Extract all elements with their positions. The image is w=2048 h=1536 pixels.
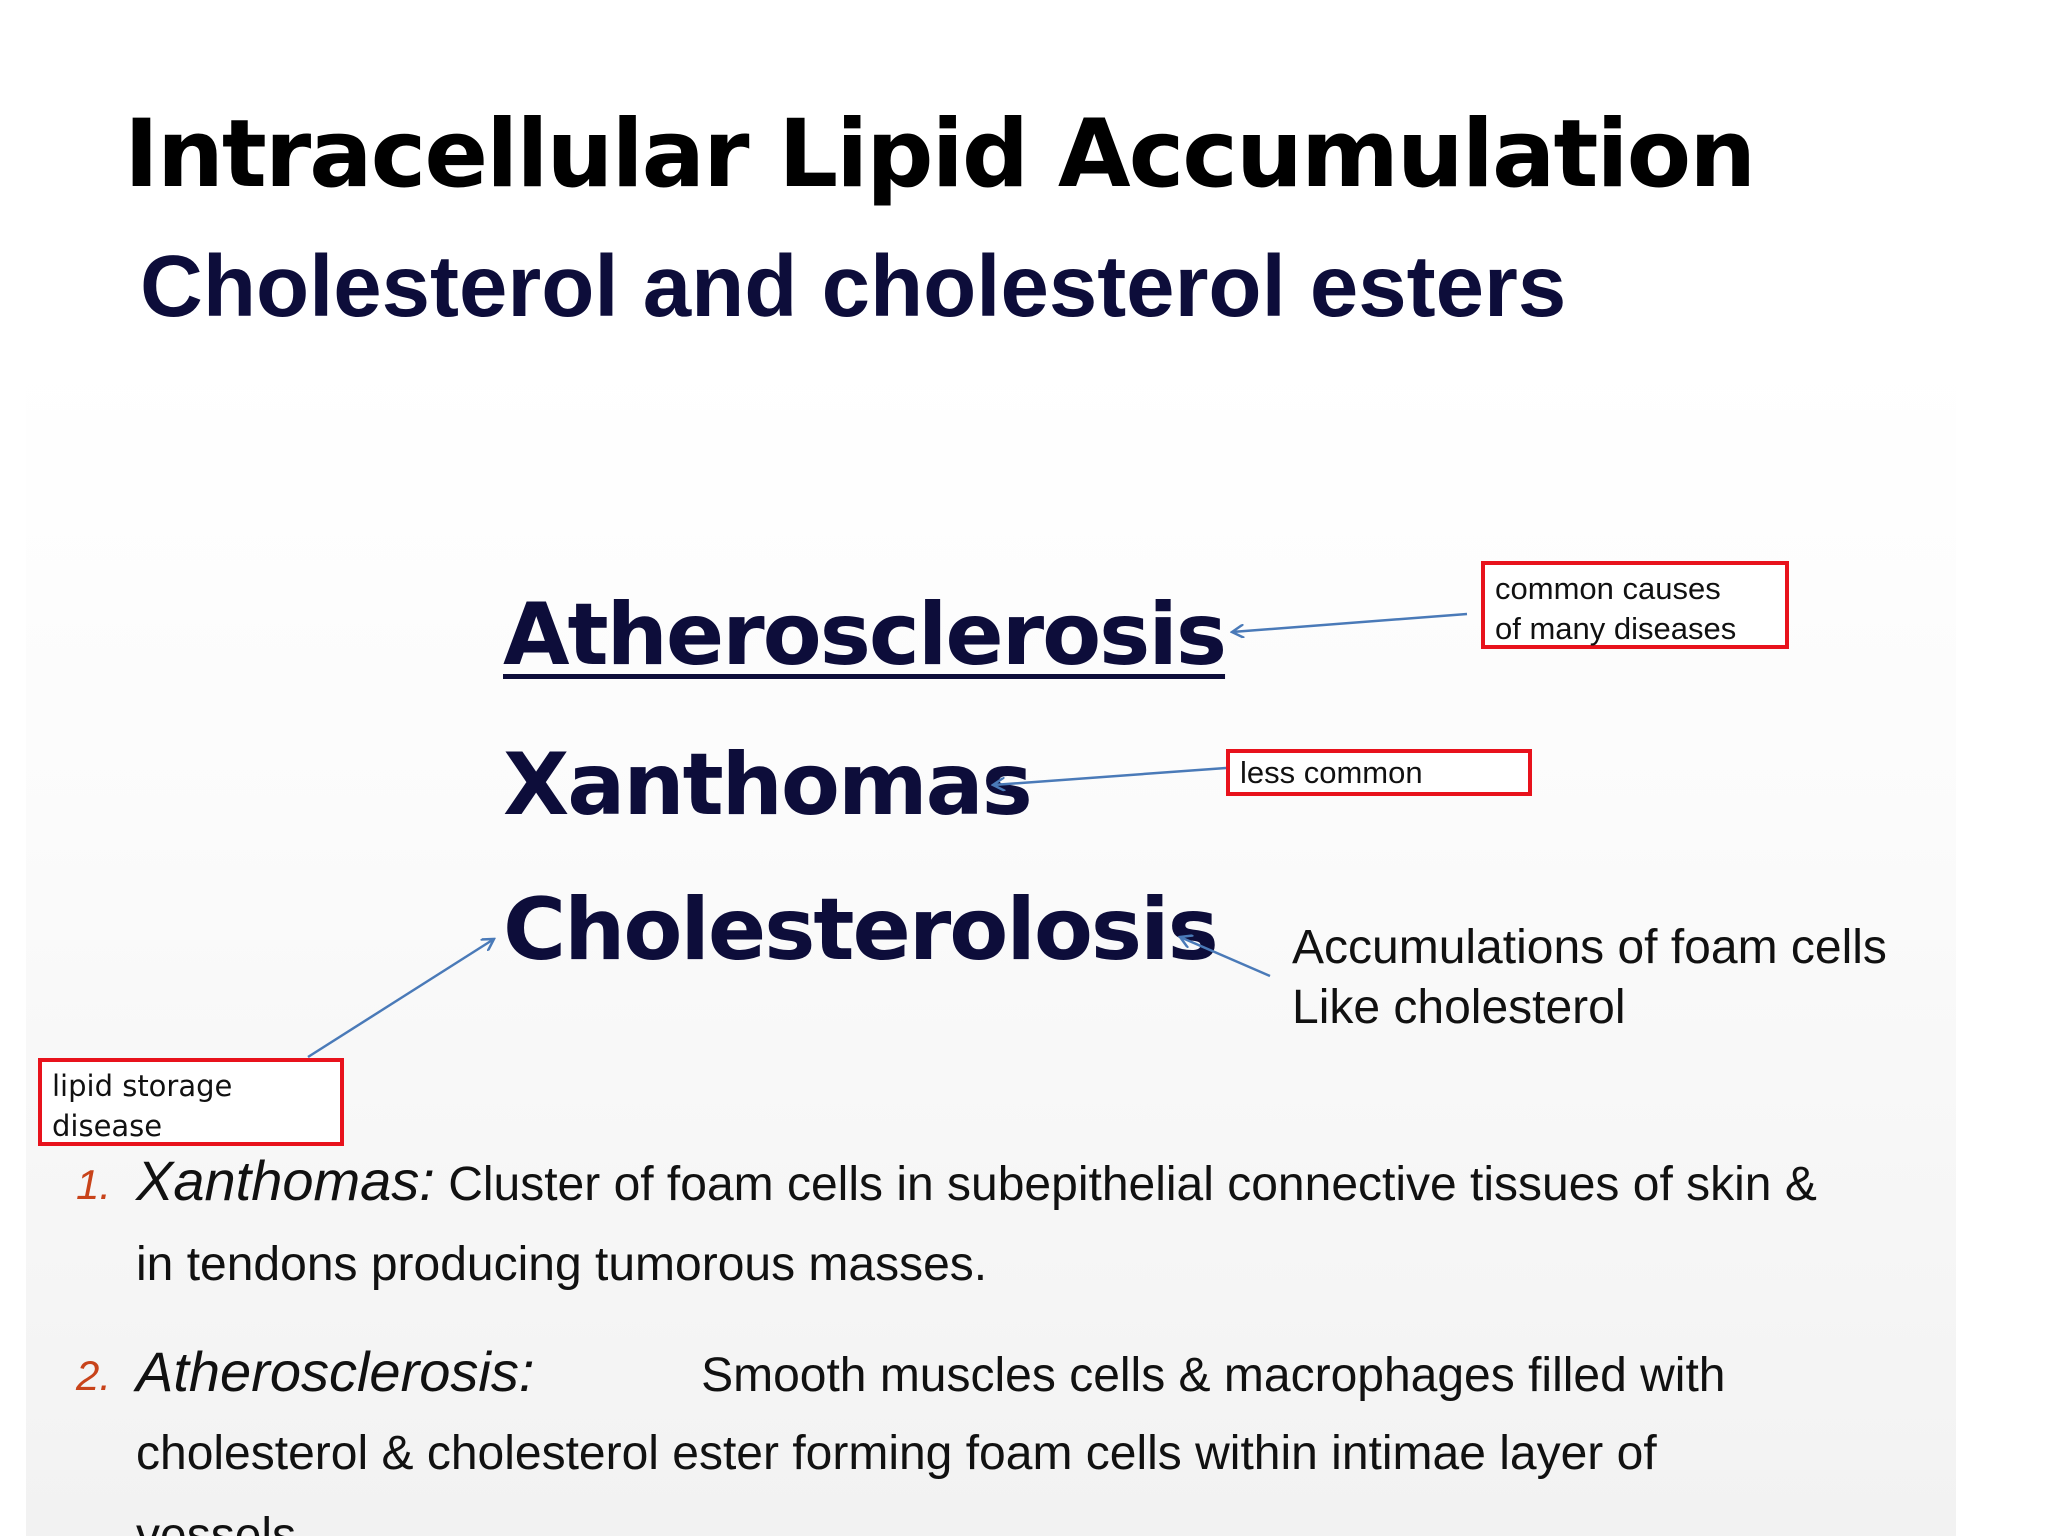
callout-less-common-text: less common bbox=[1240, 755, 1423, 790]
callout-lipid-storage-line2: disease bbox=[52, 1109, 163, 1143]
foam-cells-note: Accumulations of foam cells Like cholest… bbox=[1292, 918, 1887, 1038]
callout-common-causes-line2: of many diseases bbox=[1495, 611, 1737, 646]
list-item-number: 1. bbox=[76, 1161, 112, 1208]
list-item-1-lead: Xanthomas: bbox=[136, 1149, 435, 1212]
callout-common-causes-line1: common causes bbox=[1495, 571, 1721, 606]
list-item-1-text: Cluster of foam cells in subepithelial c… bbox=[448, 1158, 1817, 1211]
list-item-1-line1: Xanthomas: Cluster of foam cells in sube… bbox=[136, 1148, 1817, 1213]
term-atherosclerosis: Atherosclerosis bbox=[503, 585, 1227, 685]
list-item-1-line2: in tendons producing tumorous masses. bbox=[136, 1238, 988, 1291]
list-item-2-text: Smooth muscles cells & macrophages fille… bbox=[701, 1349, 1726, 1402]
list-item-2-line1: Atherosclerosis: Smooth muscles cells & … bbox=[136, 1339, 1726, 1404]
slide-title: Intracellular Lipid Accumulation bbox=[124, 100, 1756, 209]
callout-lipid-storage: lipid storage disease bbox=[38, 1058, 344, 1146]
slide-subtitle: Cholesterol and cholesterol esters bbox=[140, 238, 1567, 335]
term-xanthomas: Xanthomas bbox=[503, 735, 1033, 835]
list-item-2-line2: cholesterol & cholesterol ester forming … bbox=[136, 1427, 1657, 1480]
callout-common-causes: common causes of many diseases bbox=[1481, 561, 1789, 649]
foam-cells-note-line1: Accumulations of foam cells bbox=[1292, 921, 1887, 974]
foam-cells-note-line2: Like cholesterol bbox=[1292, 981, 1626, 1034]
term-cholesterolosis: Cholesterolosis bbox=[503, 880, 1219, 980]
list-item-2-lead: Atherosclerosis: bbox=[136, 1340, 535, 1403]
callout-lipid-storage-line1: lipid storage bbox=[52, 1069, 233, 1103]
list-item-2-line3: vessels bbox=[136, 1509, 297, 1536]
callout-less-common: less common bbox=[1226, 749, 1532, 796]
list-item-number: 2. bbox=[76, 1352, 112, 1399]
